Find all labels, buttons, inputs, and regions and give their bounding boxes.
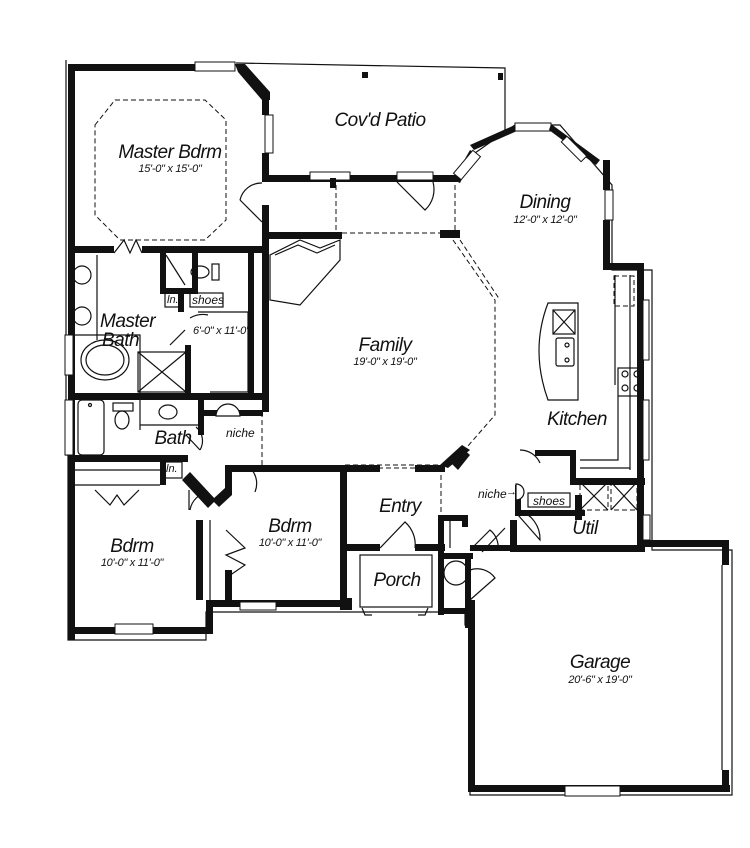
room-name: Bdrm	[268, 516, 312, 537]
room-size: 10'-0" x 11'-0"	[258, 537, 322, 549]
master-bath-size: 6'-0" x 11'-0"	[193, 325, 250, 337]
room-name-line1: Master	[100, 311, 156, 332]
room-dining: Dining 12'-0" x 12'-0"	[490, 193, 600, 226]
room-name: Garage	[569, 652, 631, 673]
linen-hall-label: ln.	[166, 463, 178, 475]
room-size: 19'-0" x 19'-0"	[353, 356, 417, 368]
niche-hall-label: niche	[226, 426, 255, 440]
room-name: Util	[572, 518, 598, 539]
room-kitchen: Kitchen	[537, 410, 617, 429]
room-size: 15'-0" x 15'-0"	[138, 163, 202, 175]
room-family: Family 19'-0" x 19'-0"	[330, 336, 440, 368]
room-name: Entry	[379, 496, 421, 517]
room-porch: Porch	[366, 571, 428, 590]
linen-master-label: ln.	[167, 294, 179, 306]
room-covd-patio: Cov'd Patio	[320, 111, 440, 130]
room-bdrm-center: Bdrm 10'-0" x 11'-0"	[240, 517, 340, 549]
room-size: 12'-0" x 12'-0"	[513, 214, 577, 226]
room-bdrm-left: Bdrm 10'-0" x 11'-0"	[82, 537, 182, 569]
niche-util-arrow-icon: →	[506, 486, 517, 498]
room-size: 10'-0" x 11'-0"	[100, 557, 164, 569]
room-name: Cov'd Patio	[334, 110, 426, 131]
shoes-master-label: shoes	[192, 293, 225, 307]
room-master-bdrm: Master Bdrm 15'-0" x 15'-0"	[100, 143, 240, 175]
room-util: Util	[560, 519, 610, 538]
room-name: Kitchen	[547, 409, 607, 430]
room-name-line2: Bath	[102, 330, 140, 351]
niche-util-label: niche	[478, 487, 507, 501]
shoes-util-label: shoes	[533, 494, 566, 508]
room-entry: Entry	[370, 497, 430, 516]
room-master-bath: Master Bath	[100, 312, 170, 350]
room-name: Dining	[519, 192, 571, 213]
room-name: Bdrm	[110, 536, 154, 557]
room-name: Family	[358, 335, 412, 356]
room-size: 20'-6" x 19'-0"	[568, 674, 632, 686]
fixtures	[72, 72, 644, 616]
room-name: Bath	[154, 428, 192, 449]
room-name: Porch	[373, 570, 421, 591]
room-name: Master Bdrm	[118, 142, 222, 163]
room-garage: Garage 20'-6" x 19'-0"	[545, 653, 655, 686]
room-bath: Bath	[148, 429, 198, 448]
